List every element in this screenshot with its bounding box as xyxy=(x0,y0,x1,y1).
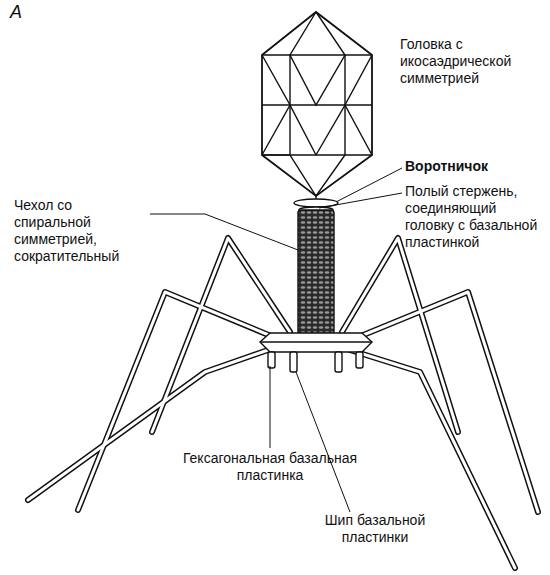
part-label: Шип базальной пластинки xyxy=(300,512,450,546)
part-label: Чехол со спиральной симметрией, сократит… xyxy=(14,197,150,265)
icosahedral-head xyxy=(262,12,372,196)
contractile-sheath xyxy=(298,210,334,334)
part-label: Воротничок xyxy=(405,158,545,175)
part-label: Полый стержень, соединяющий головку с ба… xyxy=(405,183,545,251)
panel-letter: А xyxy=(10,4,50,21)
tail-fibers xyxy=(28,238,538,568)
leader-lines xyxy=(150,168,402,512)
base-plate xyxy=(260,333,372,372)
part-label: Гексагональная базальная пластинка xyxy=(165,450,375,484)
part-label: Головка с икосаэдрической симметрией xyxy=(400,36,545,87)
